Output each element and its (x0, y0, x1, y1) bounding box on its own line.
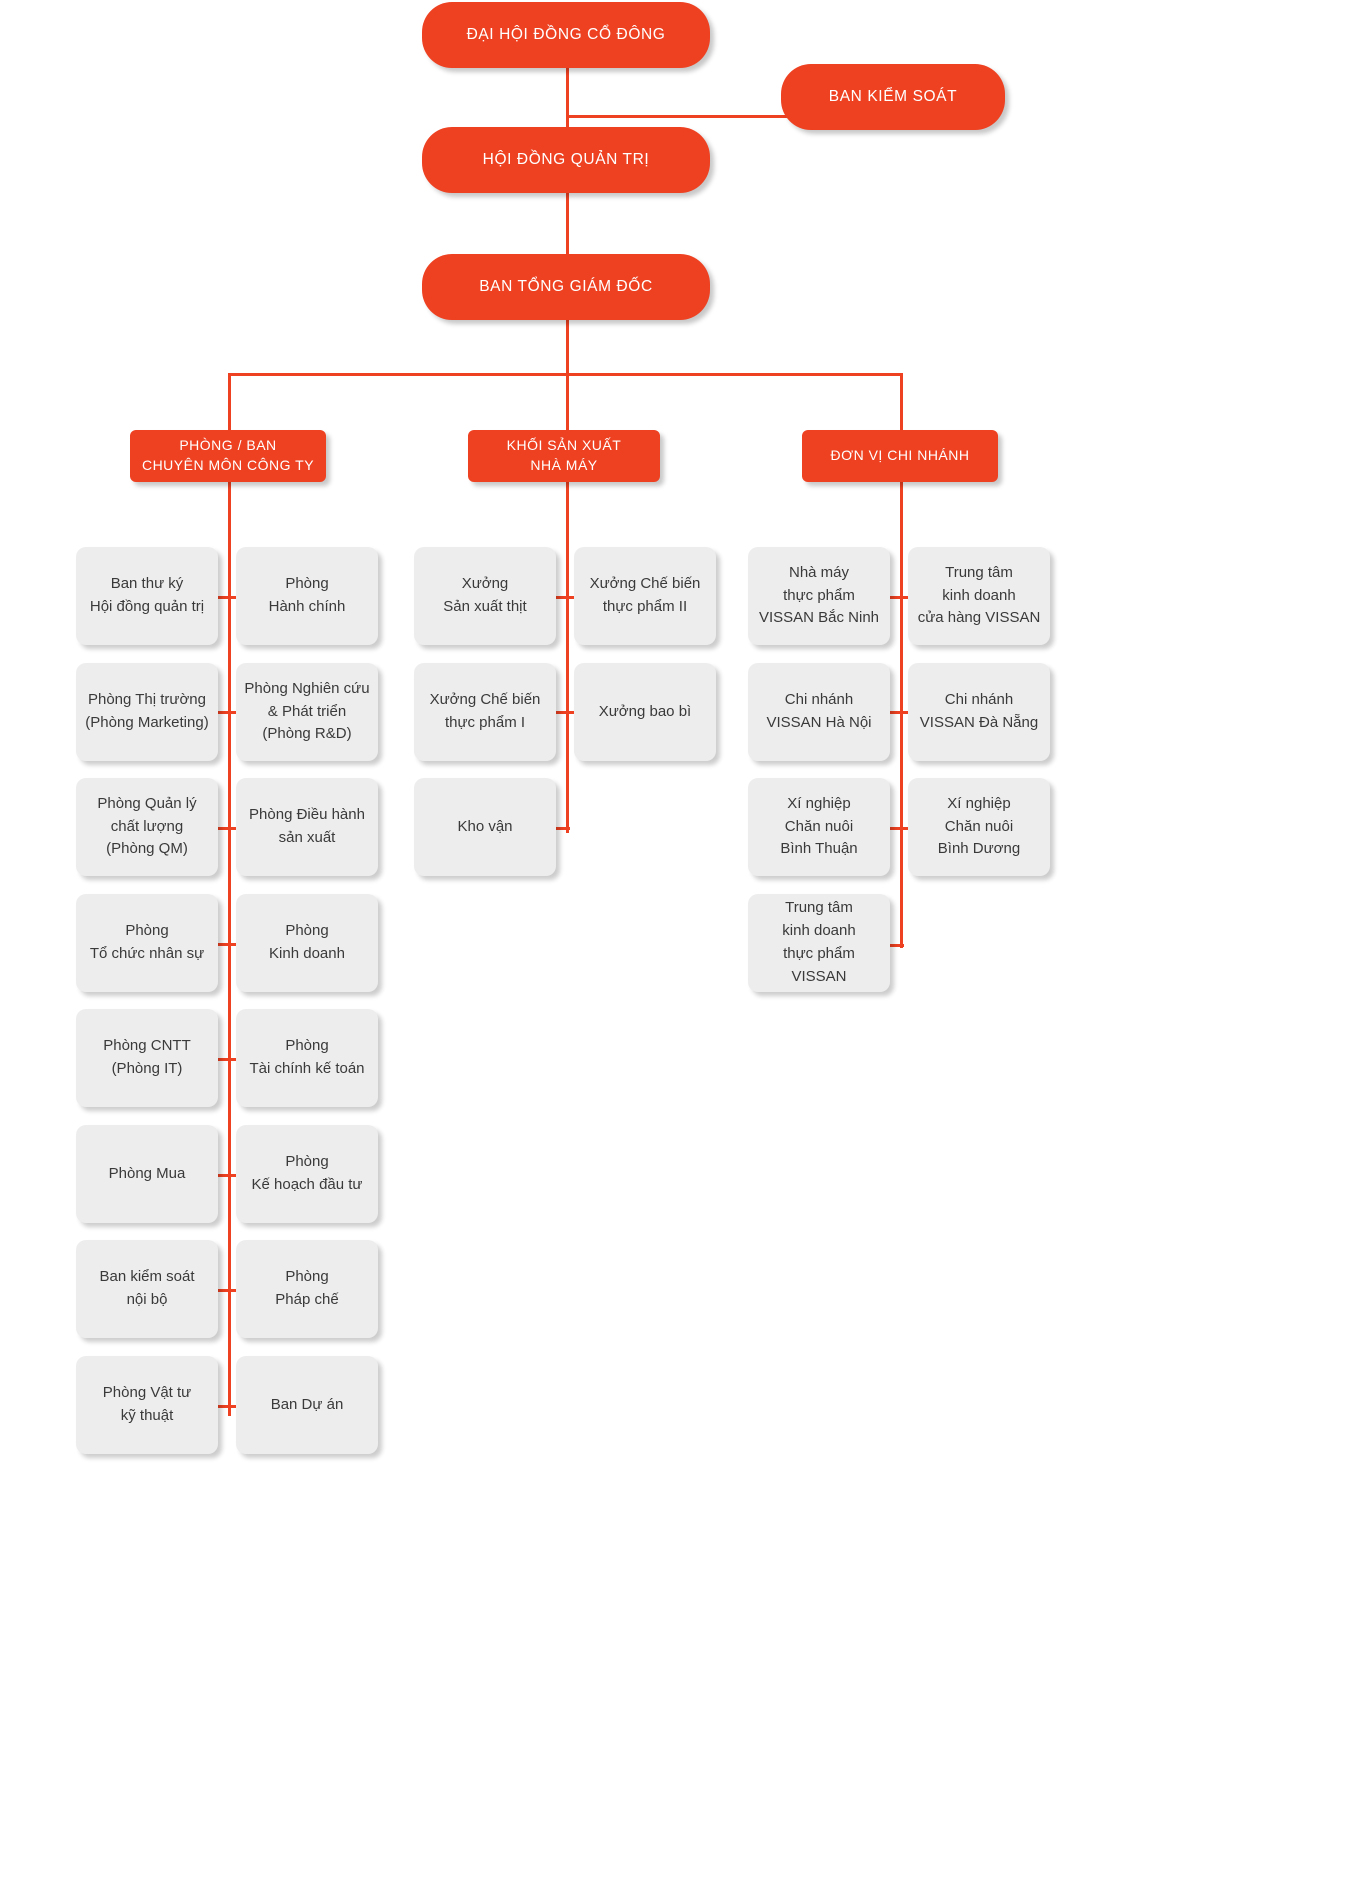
leaf-label: Ban thư ký Hội đồng quản trị (89, 575, 205, 615)
node-group-departments-label: PHÒNG / BAN CHUYÊN MÔN CÔNG TY (141, 437, 315, 473)
spine-production (566, 482, 569, 833)
leaf-label: Xưởng Sản xuất thịt (443, 575, 527, 615)
node-executive-board-label: BAN TỔNG GIÁM ĐỐC (479, 278, 653, 295)
node-group-departments[interactable]: PHÒNG / BAN CHUYÊN MÔN CÔNG TY (130, 430, 326, 482)
leaf-label: Xưởng bao bì (598, 702, 692, 720)
leaf-label: Phòng Pháp chế (275, 1268, 339, 1308)
leaf-department-right-8[interactable]: Ban Dự án (236, 1356, 378, 1454)
leaf-department-right-2[interactable]: Phòng Nghiên cứu & Phát triển (Phòng R&D… (236, 663, 378, 761)
leaf-branch-left-3[interactable]: Xí nghiệp Chăn nuôi Bình Thuận (748, 778, 890, 876)
leaf-label: Phòng Tổ chức nhân sự (89, 922, 205, 962)
rung-departments-7 (208, 1289, 254, 1292)
rung-departments-3 (208, 827, 254, 830)
node-board-of-directors-label: HỘI ĐỒNG QUẢN TRỊ (482, 151, 650, 168)
leaf-branch-right-1[interactable]: Trung tâm kinh doanh cửa hàng VISSAN (908, 547, 1050, 645)
leaf-label: Phòng Mua (108, 1164, 186, 1182)
leaf-department-right-1[interactable]: Phòng Hành chính (236, 547, 378, 645)
rung-branches-2 (880, 711, 926, 714)
rung-production-1 (546, 596, 592, 599)
node-executive-board[interactable]: BAN TỔNG GIÁM ĐỐC (422, 254, 710, 320)
leaf-label: Chi nhánh VISSAN Hà Nội (766, 691, 872, 731)
leaf-label: Phòng Vật tư kỹ thuật (102, 1384, 192, 1424)
leaf-label: Xưởng Chế biến thực phẩm II (589, 575, 701, 615)
connector-bus-to-departments (228, 373, 231, 431)
node-group-branches-label: ĐƠN VỊ CHI NHÁNH (830, 447, 970, 464)
leaf-label: Phòng Kế hoạch đầu tư (251, 1153, 363, 1193)
leaf-label: Trung tâm kinh doanh cửa hàng VISSAN (917, 563, 1041, 627)
leaf-branch-left-1[interactable]: Nhà máy thực phẩm VISSAN Bắc Ninh (748, 547, 890, 645)
leaf-label: Chi nhánh VISSAN Đà Nẵng (919, 691, 1039, 731)
node-supervisory-board[interactable]: BAN KIỂM SOÁT (781, 64, 1005, 130)
rung-departments-4 (208, 943, 254, 946)
leaf-label: Phòng Kinh doanh (269, 922, 345, 962)
node-shareholders-label: ĐẠI HỘI ĐỒNG CỔ ĐÔNG (466, 26, 666, 43)
connector-bus-to-production (566, 373, 569, 431)
leaf-department-left-6[interactable]: Phòng Mua (76, 1125, 218, 1223)
connector-board-to-supervisory (566, 115, 946, 118)
rung-production-2 (546, 711, 592, 714)
leaf-branch-left-4[interactable]: Trung tâm kinh doanh thực phẩm VISSAN (748, 894, 890, 992)
rung-departments-1 (208, 596, 254, 599)
rung-branches-3 (880, 827, 926, 830)
leaf-label: Phòng Quản lý chất lượng (Phòng QM) (97, 794, 197, 858)
leaf-department-left-8[interactable]: Phòng Vật tư kỹ thuật (76, 1356, 218, 1454)
spine-departments (228, 482, 231, 1416)
connector-bus-to-branches (900, 373, 903, 431)
leaf-label: Xí nghiệp Chăn nuôi Bình Thuận (780, 794, 858, 858)
rung-departments-6 (208, 1174, 254, 1177)
leaf-department-left-2[interactable]: Phòng Thị trường (Phòng Marketing) (76, 663, 218, 761)
node-group-production[interactable]: KHỐI SẢN XUẤT NHÀ MÁY (468, 430, 660, 482)
leaf-label: Phòng Tài chính kế toán (249, 1037, 365, 1077)
leaf-branch-left-2[interactable]: Chi nhánh VISSAN Hà Nội (748, 663, 890, 761)
leaf-label: Phòng Thị trường (Phòng Marketing) (85, 691, 209, 731)
leaf-department-right-4[interactable]: Phòng Kinh doanh (236, 894, 378, 992)
rung-departments-5 (208, 1058, 254, 1061)
leaf-label: Phòng CNTT (Phòng IT) (103, 1037, 191, 1077)
node-group-branches[interactable]: ĐƠN VỊ CHI NHÁNH (802, 430, 998, 482)
leaf-label: Xí nghiệp Chăn nuôi Bình Dương (937, 794, 1021, 858)
node-supervisory-board-label: BAN KIỂM SOÁT (828, 88, 958, 105)
leaf-department-left-1[interactable]: Ban thư ký Hội đồng quản trị (76, 547, 218, 645)
leaf-label: Nhà máy thực phẩm VISSAN Bắc Ninh (758, 563, 880, 627)
leaf-department-right-7[interactable]: Phòng Pháp chế (236, 1240, 378, 1338)
leaf-branch-right-2[interactable]: Chi nhánh VISSAN Đà Nẵng (908, 663, 1050, 761)
leaf-department-left-5[interactable]: Phòng CNTT (Phòng IT) (76, 1009, 218, 1107)
rung-departments-2 (208, 711, 254, 714)
leaf-label: Phòng Nghiên cứu & Phát triển (Phòng R&D… (244, 679, 370, 743)
leaf-label: Xưởng Chế biến thực phẩm I (429, 691, 541, 731)
node-group-production-label: KHỐI SẢN XUẤT NHÀ MÁY (506, 437, 622, 473)
leaf-label: Trung tâm kinh doanh thực phẩm VISSAN (782, 899, 856, 985)
leaf-label: Phòng Điều hành sản xuất (249, 806, 365, 846)
spine-branches (900, 482, 903, 948)
leaf-production-left-1[interactable]: Xưởng Sản xuất thịt (414, 547, 556, 645)
leaf-label: Ban Dự án (270, 1395, 344, 1413)
rung-branches-4 (880, 944, 904, 947)
leaf-production-left-2[interactable]: Xưởng Chế biến thực phẩm I (414, 663, 556, 761)
leaf-label: Kho vận (457, 817, 513, 835)
node-shareholders[interactable]: ĐẠI HỘI ĐỒNG CỔ ĐÔNG (422, 2, 710, 68)
rung-branches-1 (880, 596, 926, 599)
leaf-production-right-2[interactable]: Xưởng bao bì (574, 663, 716, 761)
leaf-department-left-3[interactable]: Phòng Quản lý chất lượng (Phòng QM) (76, 778, 218, 876)
leaf-label: Ban kiểm soát nội bộ (99, 1268, 195, 1308)
leaf-department-right-3[interactable]: Phòng Điều hành sản xuất (236, 778, 378, 876)
leaf-department-right-5[interactable]: Phòng Tài chính kế toán (236, 1009, 378, 1107)
node-board-of-directors[interactable]: HỘI ĐỒNG QUẢN TRỊ (422, 127, 710, 193)
connector-level3-bus (228, 373, 903, 376)
leaf-department-left-7[interactable]: Ban kiểm soát nội bộ (76, 1240, 218, 1338)
leaf-branch-right-3[interactable]: Xí nghiệp Chăn nuôi Bình Dương (908, 778, 1050, 876)
rung-departments-8 (208, 1405, 254, 1408)
leaf-label: Phòng Hành chính (268, 575, 346, 615)
leaf-production-right-1[interactable]: Xưởng Chế biến thực phẩm II (574, 547, 716, 645)
leaf-department-left-4[interactable]: Phòng Tổ chức nhân sự (76, 894, 218, 992)
leaf-production-left-3[interactable]: Kho vận (414, 778, 556, 876)
leaf-department-right-6[interactable]: Phòng Kế hoạch đầu tư (236, 1125, 378, 1223)
rung-production-3 (546, 827, 570, 830)
